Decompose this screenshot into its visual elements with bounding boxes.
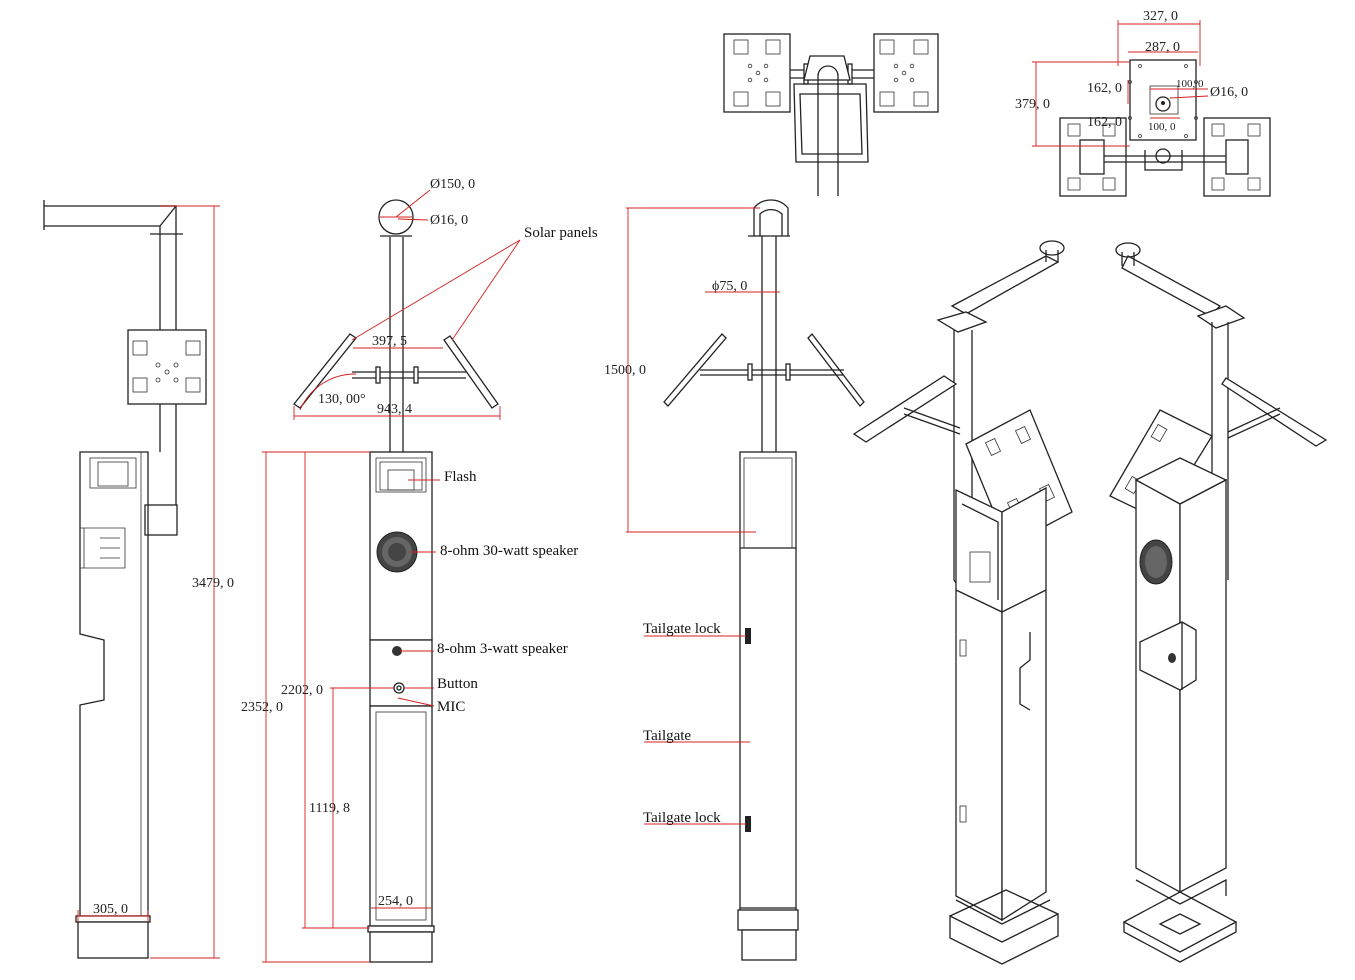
label-tailgate: Tailgate — [643, 728, 691, 744]
dim-hole-v: 100, 0 — [1148, 121, 1176, 133]
dim-total-height: 3479, 0 — [192, 576, 234, 591]
dim-button-height: 2202, 0 — [281, 683, 323, 698]
lock-bottom — [745, 816, 751, 832]
rear-cabinet — [739, 451, 797, 913]
dim-pole: ϕ75, 0 — [712, 279, 747, 294]
dim-globe: Ø150, 0 — [430, 177, 475, 192]
dim-lower-height: 1119, 8 — [309, 801, 350, 816]
lock-top — [745, 628, 751, 644]
plan-view: 327, 0 287, 0 379, 0 162, 0 162, 0 100, … — [1015, 9, 1271, 197]
dim-pipe: Ø16, 0 — [430, 213, 468, 228]
dim-base-width-front: 254, 0 — [378, 894, 413, 909]
front-view: Ø150, 0 Ø16, 0 397, 5 943, 4 130, 00° So… — [241, 177, 598, 963]
top-view — [723, 33, 939, 196]
iso-rear — [1109, 242, 1328, 963]
dim-solar-angle: 130, 00° — [318, 392, 366, 407]
dim-solar-outer: 943, 4 — [377, 402, 412, 417]
label-lock-top: Tailgate lock — [643, 621, 721, 637]
dim-plate-inner: 287, 0 — [1145, 40, 1180, 55]
side-view: 3479, 0 305, 0 — [43, 200, 234, 959]
dim-hole-diameter: Ø16, 0 — [1210, 85, 1248, 100]
dim-offset-top: 162, 0 — [1087, 81, 1122, 96]
label-button: Button — [437, 676, 478, 692]
label-lock-bottom: Tailgate lock — [643, 810, 721, 826]
iso-front — [852, 240, 1073, 965]
label-speaker-small: 8-ohm 3-watt speaker — [437, 641, 568, 657]
dim-hole-h: 100, 0 — [1176, 78, 1204, 90]
label-speaker-big: 8-ohm 30-watt speaker — [440, 543, 578, 559]
dim-cabinet-height: 2352, 0 — [241, 700, 283, 715]
dim-solar-inner: 397, 5 — [372, 334, 407, 349]
dim-base-width-side: 305, 0 — [93, 902, 128, 917]
rear-view: 1500, 0 ϕ75, 0 Tailgate lock Tailgate Ta… — [604, 199, 865, 961]
solar-panel-right — [443, 335, 499, 409]
label-flash: Flash — [444, 469, 477, 485]
small-speaker — [392, 646, 402, 656]
dim-plate-height: 379, 0 — [1015, 97, 1050, 112]
label-solar: Solar panels — [524, 225, 598, 241]
label-mic: MIC — [437, 699, 465, 715]
mount-plate — [1129, 59, 1197, 141]
dim-offset-bottom: 162, 0 — [1087, 115, 1122, 130]
dim-arm-height: 1500, 0 — [604, 363, 646, 378]
dim-plate-outer: 327, 0 — [1143, 9, 1178, 24]
globe-lamp — [378, 199, 414, 235]
